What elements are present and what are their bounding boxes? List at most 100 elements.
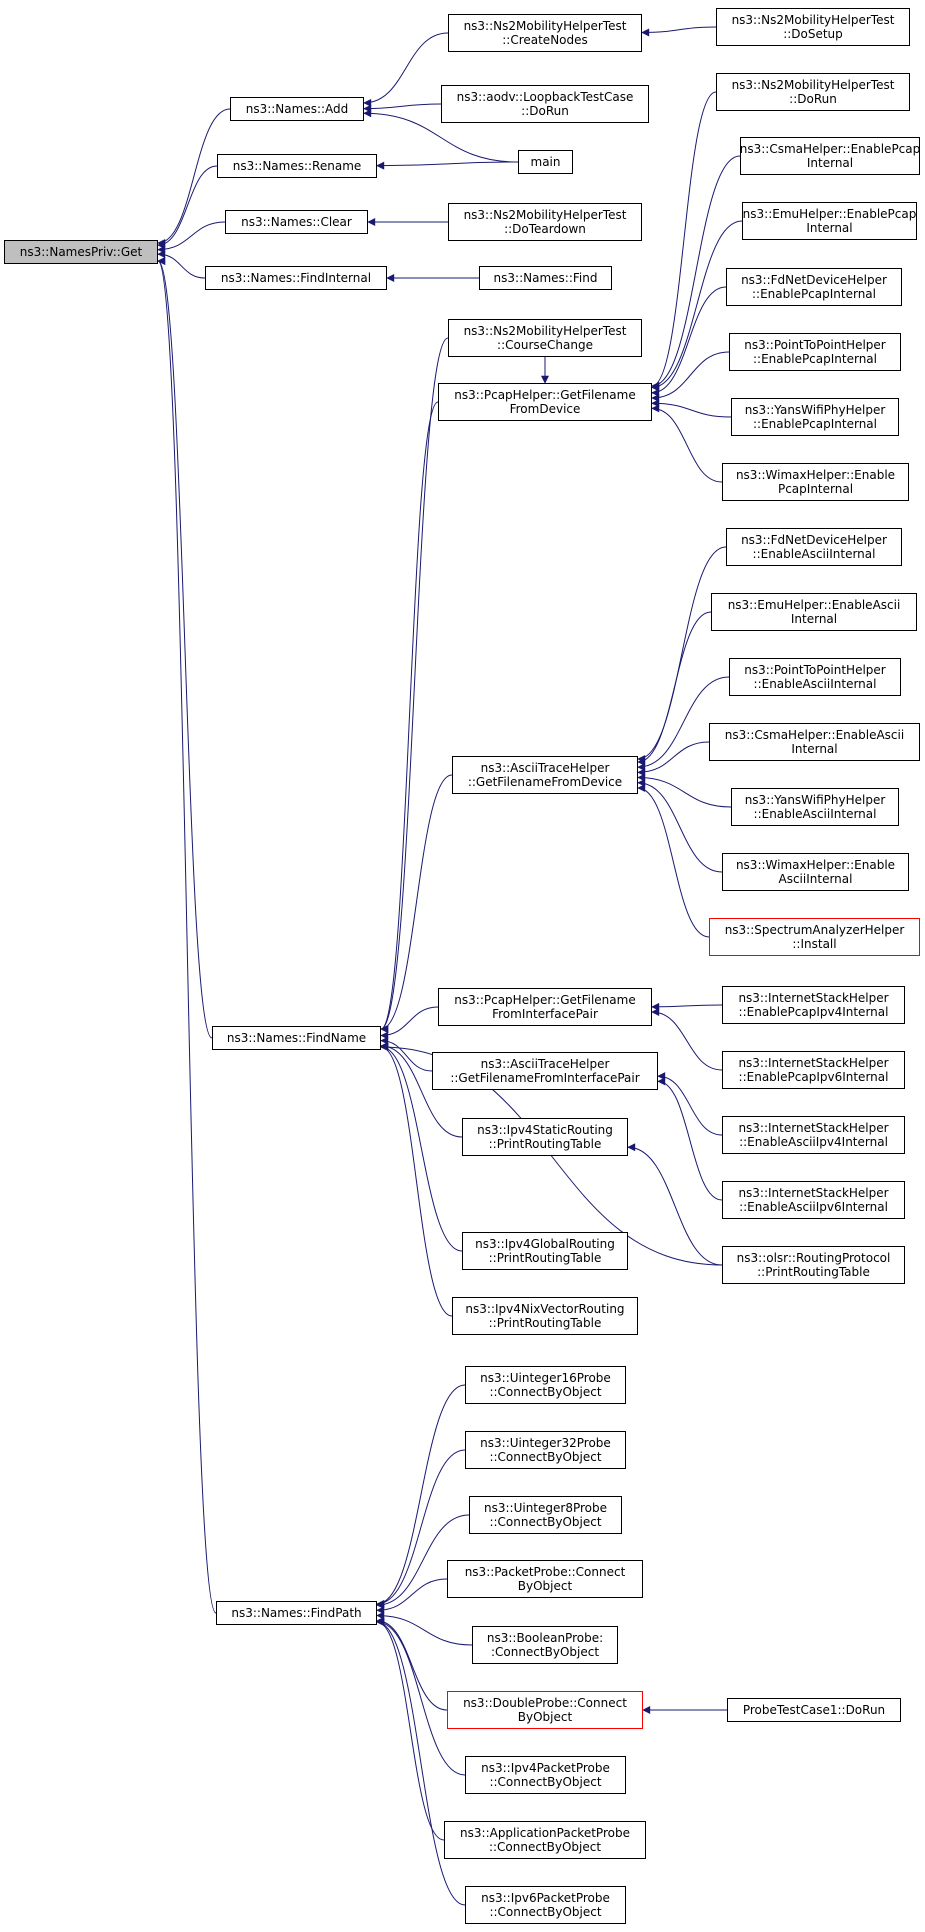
node-label-line: :ConnectByObject — [490, 1645, 600, 1659]
node-uint8-connect[interactable]: ns3::Uinteger8Probe::ConnectByObject — [469, 1496, 622, 1534]
node-label-line: ::PrintRoutingTable — [488, 1137, 602, 1151]
node-label-line: ::GetFilenameFromInterfacePair — [450, 1071, 640, 1085]
node-names-find-name[interactable]: ns3::Names::FindName — [212, 1026, 381, 1050]
node-label-line: ns3::SpectrumAnalyzerHelper — [724, 923, 905, 937]
call-edge — [376, 1618, 445, 1841]
node-uint16-connect[interactable]: ns3::Uinteger16Probe::ConnectByObject — [465, 1366, 626, 1404]
node-label-line: ns3::FdNetDeviceHelper — [741, 273, 887, 287]
node-label-line: ns3::ApplicationPacketProbe — [460, 1826, 630, 1840]
node-label-line: ns3::FdNetDeviceHelper — [741, 533, 887, 547]
node-label-line: ns3::PointToPointHelper — [744, 338, 886, 352]
node-label-line: ns3::Uinteger32Probe — [480, 1436, 611, 1450]
node-label-line: ns3::Ipv6PacketProbe — [481, 1891, 610, 1905]
node-ns2-do-run[interactable]: ns3::Ns2MobilityHelperTest::DoRun — [716, 73, 910, 111]
node-label-line: ::EnablePcapInternal — [751, 287, 876, 301]
node-label-line: ::ConnectByObject — [489, 1515, 602, 1529]
node-boolean-connect[interactable]: ns3::BooleanProbe::ConnectByObject — [472, 1626, 618, 1664]
node-label-line: ::EnableAsciiIpv6Internal — [739, 1200, 888, 1214]
call-edge — [380, 1006, 439, 1040]
node-probe-test-case1-dorun[interactable]: ProbeTestCase1::DoRun — [727, 1698, 901, 1722]
node-names-rename[interactable]: ns3::Names::Rename — [217, 154, 377, 178]
node-label-line: ns3::PcapHelper::GetFilename — [454, 388, 636, 402]
node-fdnet-enable-pcap[interactable]: ns3::FdNetDeviceHelper::EnablePcapIntern… — [726, 268, 902, 306]
node-ascii-get-filename-device[interactable]: ns3::AsciiTraceHelper::GetFilenameFromDe… — [452, 756, 638, 794]
node-main[interactable]: main — [518, 150, 573, 174]
node-ns2-course-change[interactable]: ns3::Ns2MobilityHelperTest::CourseChange — [448, 319, 642, 357]
node-ipv4-static-print[interactable]: ns3::Ipv4StaticRouting::PrintRoutingTabl… — [462, 1118, 628, 1156]
node-label-line: ns3::PointToPointHelper — [744, 663, 886, 677]
node-label-line: ::EnablePcapInternal — [752, 417, 877, 431]
node-ipv4-nix-print[interactable]: ns3::Ipv4NixVectorRouting::PrintRoutingT… — [452, 1297, 638, 1335]
node-names-find-path[interactable]: ns3::Names::FindPath — [216, 1601, 377, 1625]
node-label-line: ns3::Ns2MobilityHelperTest — [731, 78, 895, 92]
node-label-line: ns3::WimaxHelper::Enable — [735, 858, 896, 872]
node-names-clear[interactable]: ns3::Names::Clear — [225, 210, 368, 234]
call-edge — [637, 773, 732, 808]
node-inet-enable-pcap-ipv4[interactable]: ns3::InternetStackHelper::EnablePcapIpv4… — [722, 986, 905, 1024]
node-label-line: Internal — [806, 221, 853, 235]
call-edge — [157, 221, 226, 254]
node-label-line: ns3::olsr::RoutingProtocol — [736, 1251, 891, 1265]
node-names-find-internal[interactable]: ns3::Names::FindInternal — [205, 266, 387, 290]
node-ipv6-packet-connect[interactable]: ns3::Ipv6PacketProbe::ConnectByObject — [465, 1886, 626, 1924]
node-ns2-create-nodes[interactable]: ns3::Ns2MobilityHelperTest::CreateNodes — [448, 14, 642, 52]
node-ipv4-packet-connect[interactable]: ns3::Ipv4PacketProbe::ConnectByObject — [465, 1756, 626, 1794]
call-edge — [637, 778, 723, 873]
call-edge — [363, 32, 449, 107]
node-aodv-loopback-dorun[interactable]: ns3::aodv::LoopbackTestCase::DoRun — [441, 85, 649, 123]
node-ns2-do-teardown[interactable]: ns3::Ns2MobilityHelperTest::DoTeardown — [448, 203, 642, 241]
node-label-line: ::EnablePcapIpv6Internal — [738, 1070, 889, 1084]
call-edge — [380, 401, 439, 1033]
node-olsr-print[interactable]: ns3::olsr::RoutingProtocol::PrintRouting… — [722, 1246, 905, 1284]
node-label-line: FromDevice — [509, 402, 581, 416]
call-edge — [380, 1043, 463, 1252]
node-label-line: ns3::Ns2MobilityHelperTest — [463, 208, 627, 222]
node-label-line: ::DoRun — [521, 104, 569, 118]
node-inet-enable-ascii-ipv6[interactable]: ns3::InternetStackHelper::EnableAsciiIpv… — [722, 1181, 905, 1219]
node-label-line: ::EnableAsciiInternal — [753, 807, 877, 821]
node-spectrum-install[interactable]: ns3::SpectrumAnalyzerHelper::Install — [709, 918, 920, 956]
node-ascii-get-filename-interface-pair[interactable]: ns3::AsciiTraceHelper::GetFilenameFromIn… — [432, 1052, 658, 1090]
node-names-add[interactable]: ns3::Names::Add — [230, 97, 364, 121]
node-ns2-do-setup[interactable]: ns3::Ns2MobilityHelperTest::DoSetup — [716, 8, 910, 46]
node-names-find[interactable]: ns3::Names::Find — [479, 266, 612, 290]
node-yans-enable-ascii[interactable]: ns3::YansWifiPhyHelper::EnableAsciiInter… — [731, 788, 899, 826]
node-app-packet-connect[interactable]: ns3::ApplicationPacketProbe::ConnectByOb… — [444, 1821, 646, 1859]
node-inet-enable-ascii-ipv4[interactable]: ns3::InternetStackHelper::EnableAsciiIpv… — [722, 1116, 905, 1154]
node-inet-enable-pcap-ipv6[interactable]: ns3::InternetStackHelper::EnablePcapIpv6… — [722, 1051, 905, 1089]
node-label-line: ByObject — [517, 1710, 573, 1724]
call-edge — [376, 1618, 466, 1776]
node-label-line: ::PrintRoutingTable — [488, 1251, 602, 1265]
node-label-line: ns3::CsmaHelper::EnableAscii — [724, 728, 905, 742]
call-edge — [380, 1041, 463, 1138]
node-uint32-connect[interactable]: ns3::Uinteger32Probe::ConnectByObject — [465, 1431, 626, 1469]
node-yans-enable-pcap[interactable]: ns3::YansWifiPhyHelper::EnablePcapIntern… — [731, 398, 899, 436]
node-label-line: ns3::InternetStackHelper — [738, 1121, 889, 1135]
node-label-line: AsciiInternal — [778, 872, 853, 886]
node-label-line: ::GetFilenameFromDevice — [467, 775, 623, 789]
node-fdnet-enable-ascii[interactable]: ns3::FdNetDeviceHelper::EnableAsciiInter… — [726, 528, 902, 566]
call-edge — [157, 165, 218, 250]
call-edge — [380, 774, 453, 1033]
node-p2p-enable-ascii[interactable]: ns3::PointToPointHelper::EnableAsciiInte… — [729, 658, 901, 696]
node-label-line: Internal — [791, 742, 838, 756]
node-label-line: ns3::InternetStackHelper — [738, 1056, 889, 1070]
call-edge — [380, 1043, 453, 1317]
call-edge — [651, 404, 723, 483]
node-ipv4-global-print[interactable]: ns3::Ipv4GlobalRouting::PrintRoutingTabl… — [462, 1232, 628, 1270]
node-label-line: ::DoRun — [789, 92, 837, 106]
call-edge — [376, 1384, 466, 1608]
call-edge — [641, 26, 717, 37]
node-p2p-enable-pcap[interactable]: ns3::PointToPointHelper::EnablePcapInter… — [729, 333, 901, 371]
node-label-line: ::CourseChange — [497, 338, 593, 352]
